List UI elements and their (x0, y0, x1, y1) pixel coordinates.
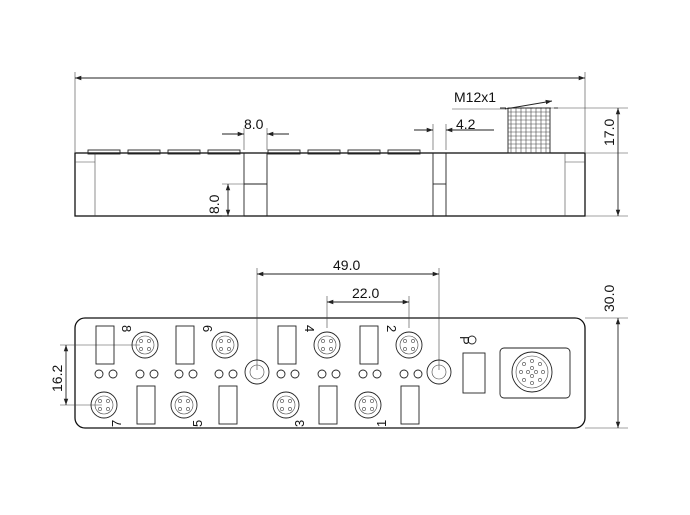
port-spacing-label: 22.0 (352, 285, 379, 301)
port-label-1: 1 (374, 420, 389, 427)
slot-depth-label: 8.0 (206, 194, 222, 214)
port-label-7: 7 (109, 420, 124, 427)
row-spacing-label: 16.2 (49, 365, 65, 392)
port-8: 8 (94, 325, 159, 379)
top-view: 49.0 22.0 30.0 16.2 (49, 257, 628, 429)
side-slot-left (222, 128, 289, 217)
port-2: 2 (358, 325, 423, 379)
port-label-4: 4 (302, 325, 317, 332)
side-body (74, 152, 586, 217)
port-6: 6 (174, 325, 239, 379)
slot-width-label: 8.0 (244, 116, 264, 132)
port-label-3: 3 (292, 420, 307, 427)
port-1: 1 (354, 369, 423, 427)
mounting-hole (244, 359, 270, 385)
port-label-5: 5 (190, 420, 205, 427)
port-label-6: 6 (200, 325, 215, 332)
port-label-8: 8 (119, 325, 134, 332)
thread-label: M12x1 (454, 89, 496, 105)
top-body (74, 317, 586, 429)
side-view: 8.0 8.0 4.2 M12x1 17.0 (74, 72, 628, 217)
m12-connector-top (499, 347, 571, 399)
mounting-hole (426, 359, 452, 385)
port-label-2: 2 (384, 325, 399, 332)
step-label: 4.2 (456, 116, 476, 132)
port-7: 7 (90, 369, 159, 427)
port-3: 3 (272, 369, 341, 427)
m12-connector-side (500, 107, 558, 154)
power-indicator: P (457, 335, 486, 394)
width-label: 30.0 (601, 285, 617, 312)
port-4: 4 (276, 325, 341, 379)
side-slot-right (414, 124, 494, 216)
port-5: 5 (170, 369, 238, 427)
hole-spacing-label: 49.0 (333, 257, 360, 273)
power-label: P (457, 336, 472, 345)
height-label: 17.0 (601, 119, 617, 146)
side-port-caps (87, 149, 421, 155)
